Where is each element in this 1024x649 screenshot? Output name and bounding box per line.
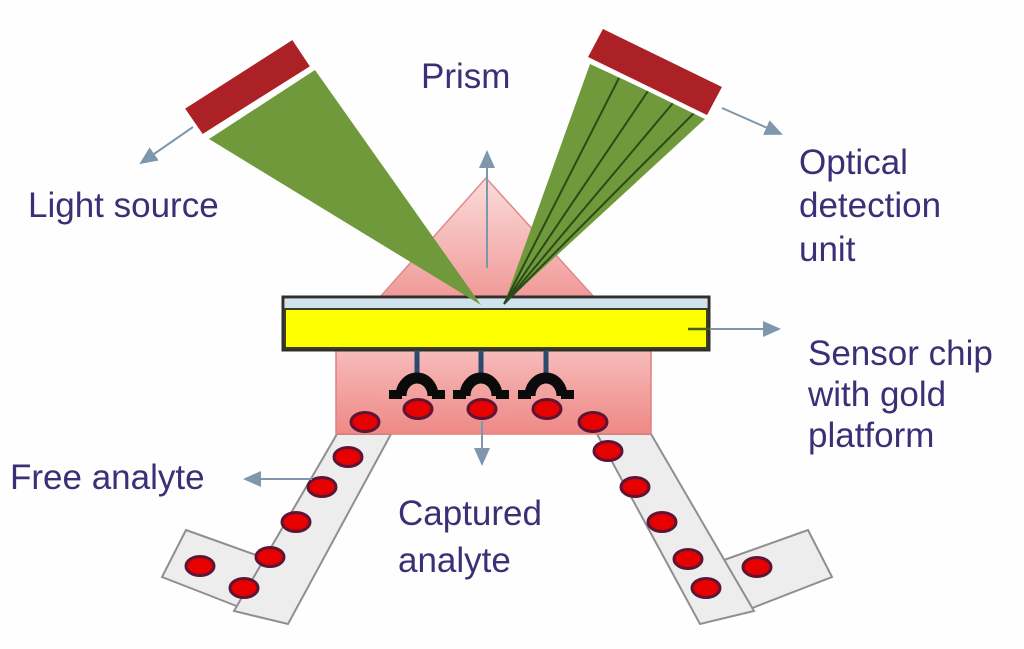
antibody-icon: [459, 372, 503, 397]
label-free-analyte: Free analyte: [10, 458, 205, 497]
captured-analyte-dot: [531, 398, 563, 420]
free-analyte-dot: [280, 511, 312, 533]
glass-layer: [285, 299, 707, 309]
reflected-beam-fan: [503, 64, 706, 305]
captured-analyte-dot: [402, 398, 434, 420]
label-optical-detection-unit: Optical detection unit: [799, 143, 942, 269]
right-channel-arm: [595, 433, 756, 626]
callout-arrows: [139, 107, 783, 487]
label-light-source: Light source: [28, 186, 219, 225]
incident-beam: [209, 70, 481, 305]
linker-stems: [414, 350, 549, 374]
free-analyte-dot: [254, 546, 286, 568]
left-channel-arm: [232, 433, 393, 626]
antibody-icon: [395, 372, 439, 397]
free-analyte-dot: [332, 446, 364, 468]
antibody-foot: [496, 390, 509, 399]
antibody-foot: [561, 390, 574, 399]
antibody-foot: [389, 390, 402, 399]
detector-box: [581, 23, 729, 121]
free-analyte-dot: [228, 577, 260, 599]
fan-rays: [503, 77, 695, 305]
sensor-chip: [281, 295, 711, 352]
free-analyte-dot: [672, 548, 704, 570]
captured-analyte-dot: [466, 398, 498, 420]
free-analyte-dot: [646, 511, 678, 533]
free-analyte-dot: [349, 411, 381, 433]
free-analyte-dot: [306, 476, 338, 498]
antibody-arches: [389, 372, 574, 399]
antibody-foot: [453, 390, 466, 399]
gold-layer: [284, 308, 708, 349]
free-analyte-dot: [184, 555, 216, 577]
light-source-arrow: [139, 126, 194, 165]
antibody-group: [389, 350, 574, 399]
detector-arrow: [721, 107, 783, 135]
label-captured-analyte: Captured analyte: [398, 494, 542, 580]
antibody-foot: [518, 390, 531, 399]
light-source-box: [178, 33, 317, 141]
free-analyte-dot: [619, 476, 651, 498]
antibody-foot: [432, 390, 445, 399]
free-analyte-dot: [577, 411, 609, 433]
antibody-icon: [524, 372, 568, 397]
free-analyte-dot: [690, 577, 722, 599]
free-analyte-dot: [592, 440, 624, 462]
analyte-particles: [184, 398, 773, 599]
label-prism: Prism: [421, 57, 511, 96]
label-sensor-chip: Sensor chip with gold platform: [808, 334, 993, 455]
free-analyte-dot: [741, 556, 773, 578]
